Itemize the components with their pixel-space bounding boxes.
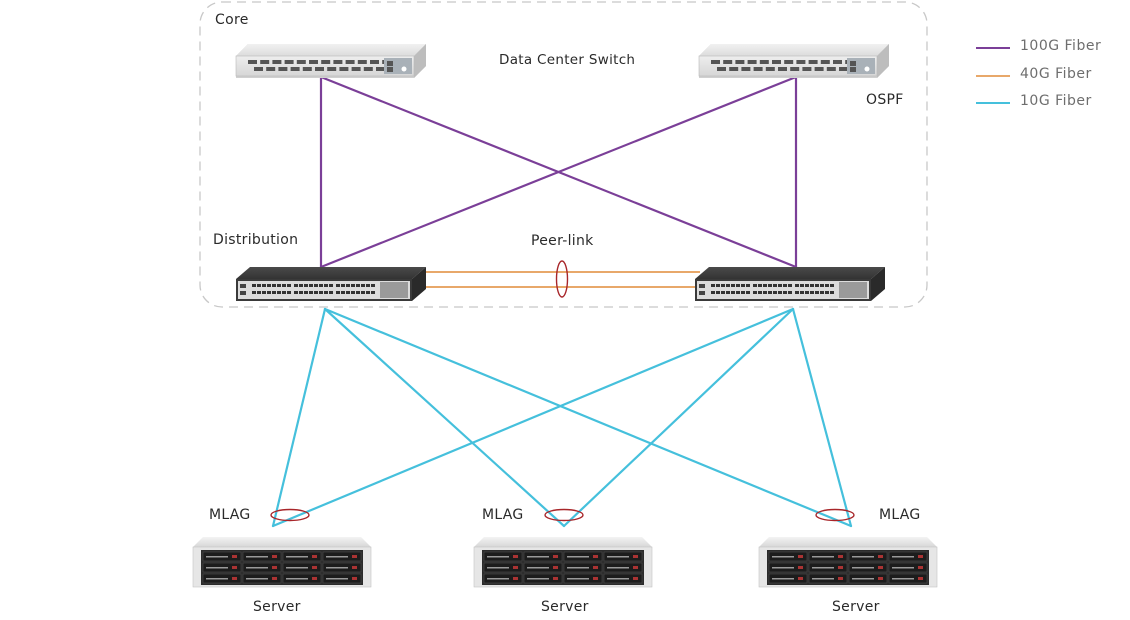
mlag-label-3: MLAG	[879, 507, 921, 523]
server-label-1: Server	[253, 599, 301, 615]
server-2	[473, 537, 653, 588]
legend-swatch-40g	[976, 74, 1010, 77]
zone-label-core: Core	[215, 12, 249, 28]
distribution-switch-1	[236, 267, 426, 301]
link-core-2-dist-1	[319, 75, 798, 269]
link-dist-1-server-1	[271, 307, 327, 528]
mlag-ellipse-1	[270, 508, 310, 522]
mlag-ellipse-3	[815, 508, 855, 522]
link-dist-2-server-3	[791, 307, 853, 528]
core-distribution-zone	[199, 1, 928, 308]
server-1	[192, 537, 372, 588]
peer-link-label: Peer-link	[531, 233, 594, 249]
legend-label-100g: 100G Fiber	[1020, 38, 1102, 54]
mlag-label-2: MLAG	[482, 507, 524, 523]
core-switch-label: Data Center Switch	[499, 52, 636, 68]
legend-swatch-100g	[976, 47, 1010, 49]
link-dist-2-server-2	[562, 307, 795, 528]
devices-layer	[192, 44, 938, 588]
distribution-switch-2	[695, 267, 885, 301]
core-switch-1	[235, 44, 426, 78]
legend-swatch-10g	[976, 102, 1010, 104]
links-layer	[271, 75, 853, 528]
zone-label-distribution: Distribution	[213, 232, 299, 248]
core-switch-2	[698, 44, 889, 78]
link-dist-2-server-1	[271, 307, 795, 528]
link-dist-1-server-3	[323, 307, 853, 528]
server-3	[758, 537, 938, 588]
ospf-label: OSPF	[866, 92, 904, 108]
peer-link-bundle-ellipse	[555, 260, 569, 298]
legend-label-40g: 40G Fiber	[1020, 65, 1092, 82]
mlag-ellipse-2	[544, 508, 584, 522]
mlag-label-1: MLAG	[209, 507, 251, 523]
ellipses-layer	[270, 260, 855, 522]
legend-label-10g: 10G Fiber	[1020, 93, 1092, 109]
server-label-3: Server	[832, 599, 880, 615]
server-label-2: Server	[541, 599, 589, 615]
link-dist-1-server-2	[323, 307, 566, 528]
